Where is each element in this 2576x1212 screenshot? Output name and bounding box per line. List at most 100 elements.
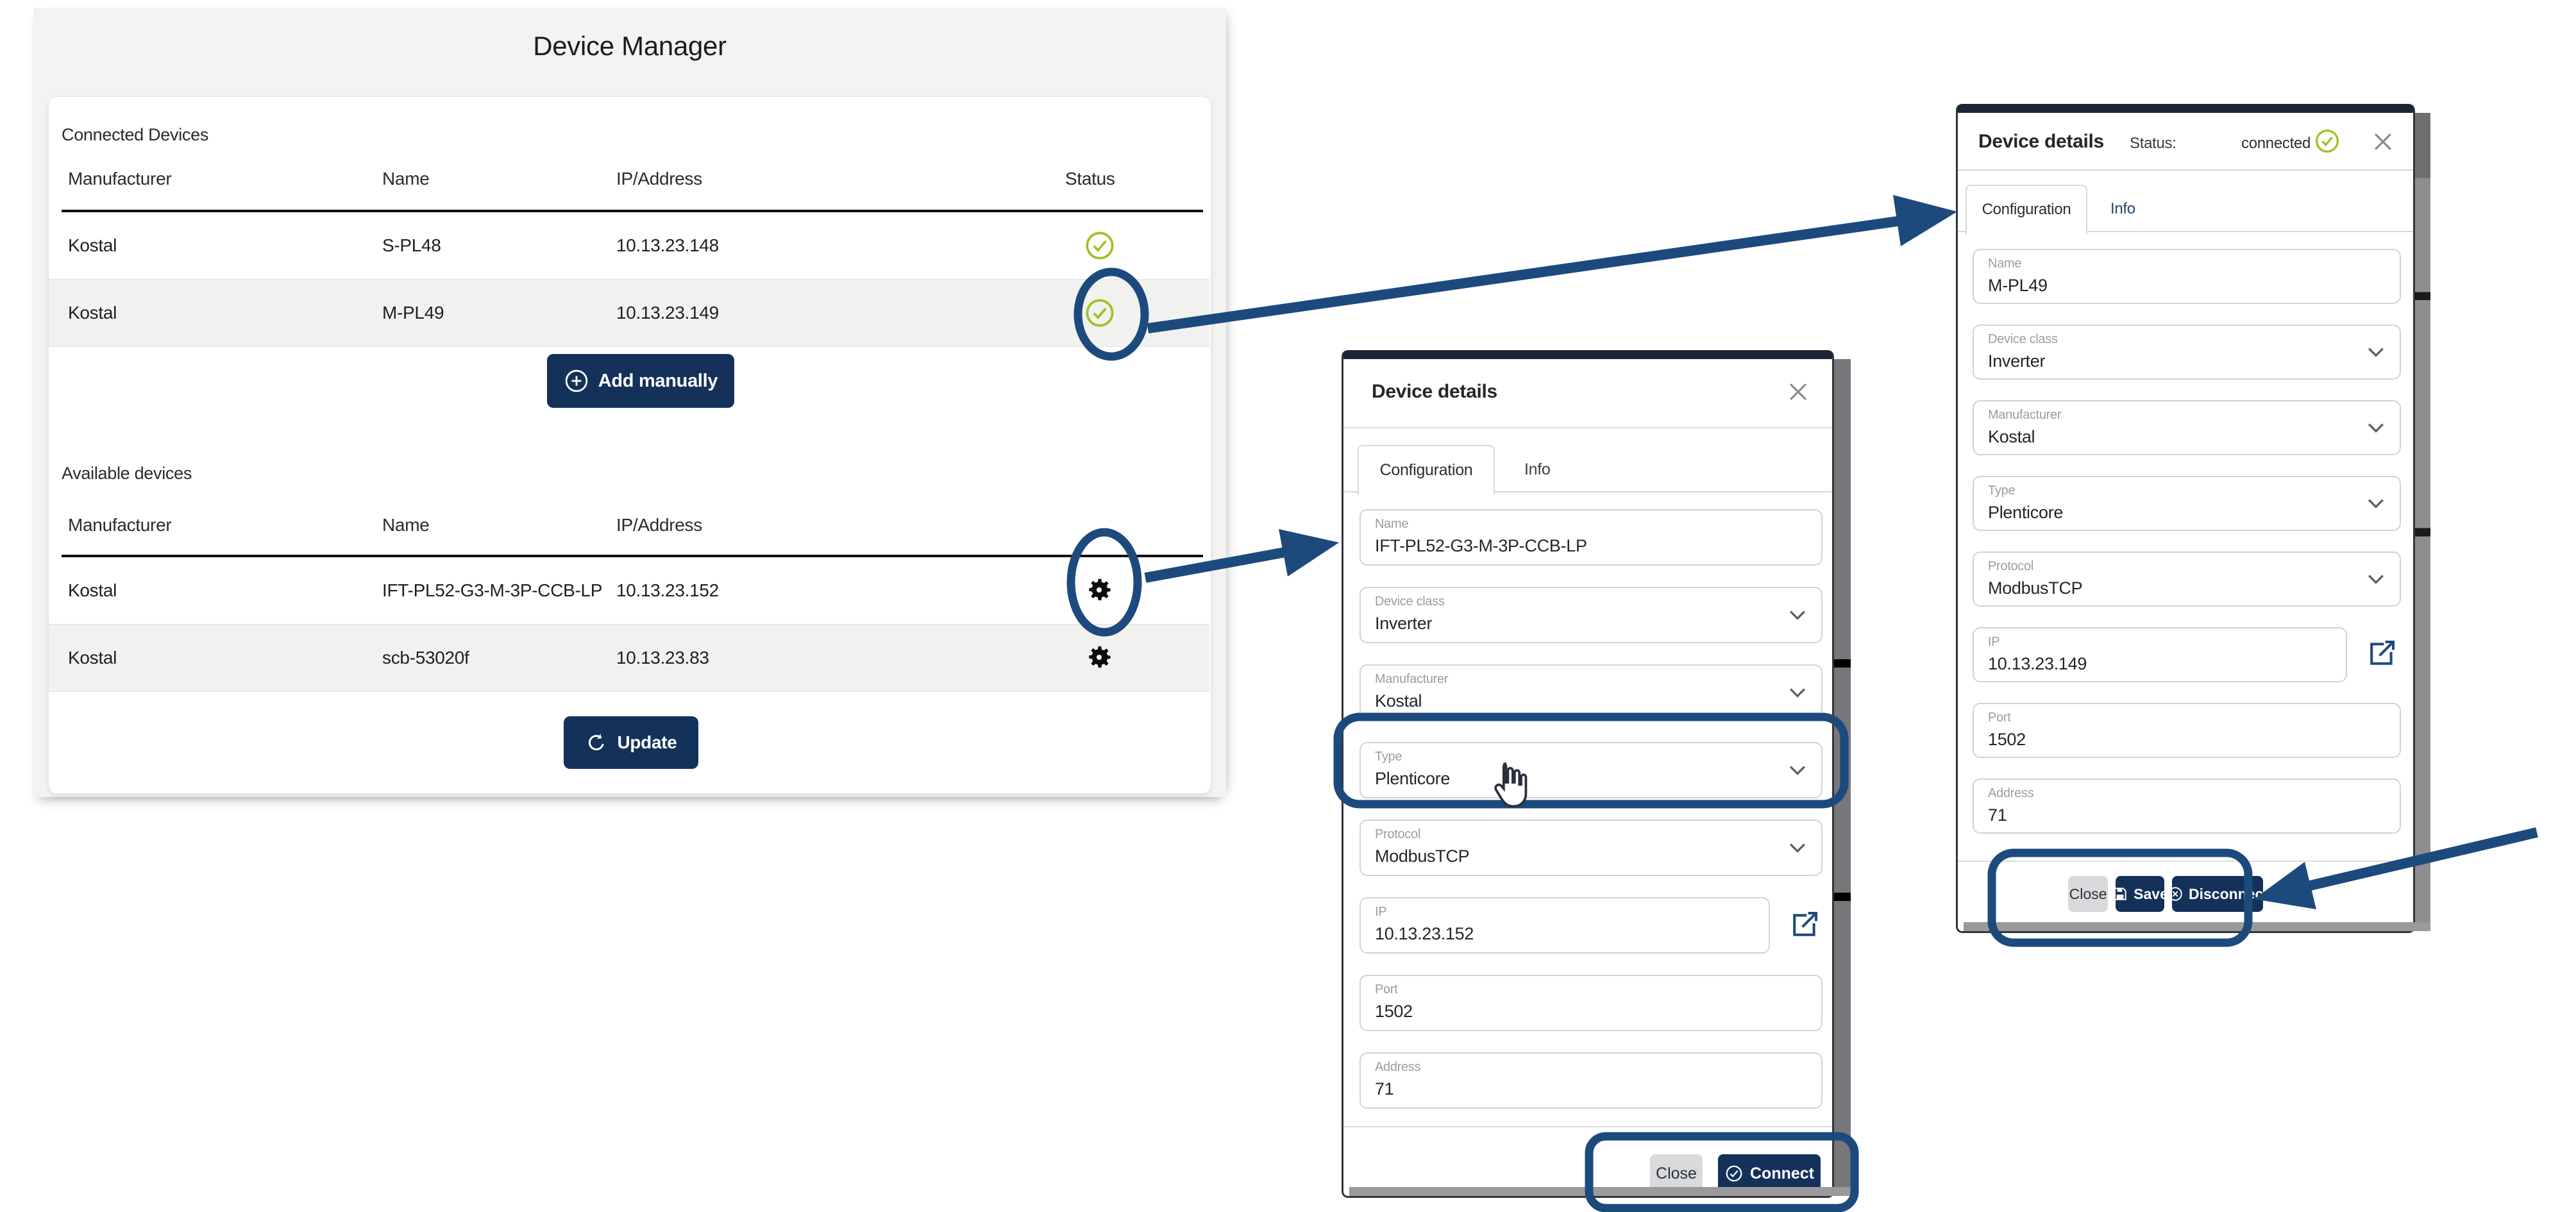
check-circle-icon [1084, 298, 1115, 328]
tab-info[interactable]: Info [2110, 200, 2135, 218]
chevron-down-icon [1789, 687, 1806, 698]
field-value: Inverter [1988, 351, 2046, 371]
connected-devices-label: Connected Devices [62, 125, 209, 144]
port-field[interactable]: Port 1502 [1360, 975, 1823, 1031]
field-label: Address [1988, 786, 2034, 800]
manufacturer-select[interactable]: Manufacturer Kostal [1973, 400, 2401, 455]
available-device-row[interactable]: Kostal IFT-PL52-G3-M-3P-CCB-LP 10.13.23.… [49, 557, 1209, 624]
disconnect-button-label: Disconnect [2189, 885, 2268, 902]
name-field[interactable]: Name IFT-PL52-G3-M-3P-CCB-LP [1360, 509, 1823, 566]
field-value: 71 [1988, 805, 2007, 825]
save-button-label: Save [2134, 885, 2168, 902]
cell-name: scb-53020f [382, 648, 469, 668]
close-button[interactable]: Close [2068, 876, 2108, 912]
chevron-down-icon [1789, 843, 1806, 853]
close-icon[interactable] [1786, 380, 1810, 404]
column-header-ip: IP/Address [616, 515, 702, 535]
close-button-label: Close [1656, 1164, 1697, 1183]
tab-divider [1958, 231, 2413, 232]
cell-name: IFT-PL52-G3-M-3P-CCB-LP [382, 580, 603, 600]
field-label: Type [1988, 484, 2016, 498]
header-divider [1958, 169, 2413, 171]
add-manually-button[interactable]: Add manually [547, 354, 734, 408]
device-class-select[interactable]: Device class Inverter [1360, 587, 1823, 643]
protocol-select[interactable]: Protocol ModbusTCP [1360, 820, 1823, 876]
header-divider [1343, 427, 1832, 428]
type-select[interactable]: Type Plenticore [1360, 742, 1823, 798]
save-button[interactable]: Save [2114, 876, 2168, 912]
chevron-down-icon [2368, 498, 2384, 509]
connected-device-row[interactable]: Kostal M-PL49 10.13.23.149 [49, 279, 1209, 347]
table-header-divider [62, 210, 1203, 212]
tab-divider [1343, 491, 1832, 492]
cell-manufacturer: Kostal [68, 648, 117, 668]
available-device-row[interactable]: Kostal scb-53020f 10.13.23.83 [49, 624, 1209, 692]
column-header-name: Name [382, 169, 430, 189]
field-label: Name [1375, 517, 1409, 531]
check-circle-icon [1724, 1164, 1744, 1183]
close-icon[interactable] [2371, 130, 2395, 154]
dialog-shadow [1964, 922, 2430, 931]
device-class-select[interactable]: Device class Inverter [1973, 324, 2401, 380]
field-value: ModbusTCP [1375, 846, 1470, 866]
column-header-status: Status [1065, 169, 1115, 189]
table-header-divider [62, 555, 1203, 557]
cell-name: S-PL48 [382, 235, 441, 255]
gear-icon[interactable] [1084, 643, 1115, 673]
name-field[interactable]: Name M-PL49 [1973, 249, 2401, 304]
dialog-title: Device details [1372, 381, 1497, 402]
field-label: Manufacturer [1375, 672, 1449, 686]
device-manager-panel: Device Manager Connected Devices Manufac… [33, 8, 1226, 797]
annotation-arrow-head [1893, 195, 1957, 246]
type-select[interactable]: Type Plenticore [1973, 476, 2401, 531]
field-value: 1502 [1375, 1002, 1413, 1021]
column-header-name: Name [382, 515, 430, 535]
field-label: Name [1988, 257, 2022, 271]
column-header-manufacturer: Manufacturer [68, 515, 172, 535]
annotation-arrow-head [1279, 529, 1339, 577]
ip-field[interactable]: IP 10.13.23.152 [1360, 897, 1770, 954]
field-label: Protocol [1988, 559, 2033, 573]
cell-name: M-PL49 [382, 303, 444, 323]
dialog-scrollbar[interactable] [2415, 113, 2430, 927]
field-value: M-PL49 [1988, 276, 2048, 295]
column-header-manufacturer: Manufacturer [68, 169, 172, 189]
disconnect-button[interactable]: Disconnect [2168, 876, 2268, 912]
chevron-down-icon [2368, 423, 2384, 433]
disconnect-icon [2167, 886, 2184, 902]
dialog-scrollbar[interactable] [1834, 359, 1851, 1193]
field-label: Port [1375, 982, 1398, 997]
tab-configuration[interactable]: Configuration [1966, 185, 2087, 235]
check-circle-icon [2314, 128, 2340, 154]
footer-divider [1343, 1126, 1832, 1127]
ip-field[interactable]: IP 10.13.23.149 [1973, 627, 2347, 682]
dialog-title: Device details [1978, 131, 2104, 152]
add-manually-label: Add manually [598, 370, 718, 391]
protocol-select[interactable]: Protocol ModbusTCP [1973, 551, 2401, 607]
tab-configuration[interactable]: Configuration [1358, 445, 1495, 495]
field-label: IP [1988, 635, 2000, 649]
tab-configuration-label: Configuration [1982, 201, 2071, 218]
gear-icon[interactable] [1084, 575, 1115, 606]
check-circle-icon [1084, 230, 1115, 261]
manufacturer-select[interactable]: Manufacturer Kostal [1360, 664, 1823, 721]
cell-ip: 10.13.23.83 [616, 648, 709, 668]
tab-info[interactable]: Info [1524, 460, 1551, 479]
refresh-icon [585, 731, 608, 754]
field-value: Plenticore [1988, 503, 2064, 522]
annotation-arrow-line [1147, 215, 1903, 333]
address-field[interactable]: Address 71 [1360, 1052, 1823, 1109]
available-devices-label: Available devices [62, 464, 192, 483]
port-field[interactable]: Port 1502 [1973, 703, 2401, 758]
connected-device-row[interactable]: Kostal S-PL48 10.13.23.148 [49, 212, 1209, 279]
cell-manufacturer: Kostal [68, 580, 117, 600]
field-label: Device class [1375, 594, 1445, 609]
external-link-icon[interactable] [2364, 636, 2399, 671]
connect-button-label: Connect [1750, 1164, 1814, 1183]
cell-manufacturer: Kostal [68, 303, 117, 323]
update-button[interactable]: Update [564, 716, 698, 769]
address-field[interactable]: Address 71 [1973, 779, 2401, 834]
plus-circle-icon [564, 368, 589, 394]
field-label: Address [1375, 1060, 1421, 1074]
external-link-icon[interactable] [1787, 907, 1822, 942]
